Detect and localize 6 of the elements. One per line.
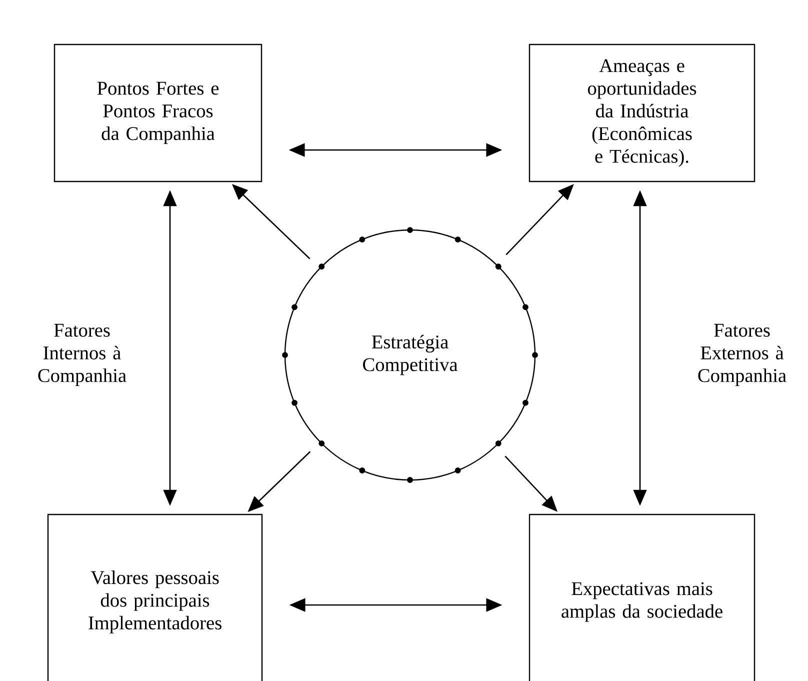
side-label: Fatores Externos à Companhia [698,324,786,386]
side-label: Fatores Internos à Companhia [38,324,126,386]
box: Ameaças e oportunidades da Indústria (Econômicas e Técnicas). [528,44,756,182]
box: Expectativas mais amplas da sociedade [528,514,756,681]
box: Valores pessoais dos principais Implementadores [47,514,263,681]
box: Pontos Fortes e Pontos Fracos da Companhia [54,44,262,182]
